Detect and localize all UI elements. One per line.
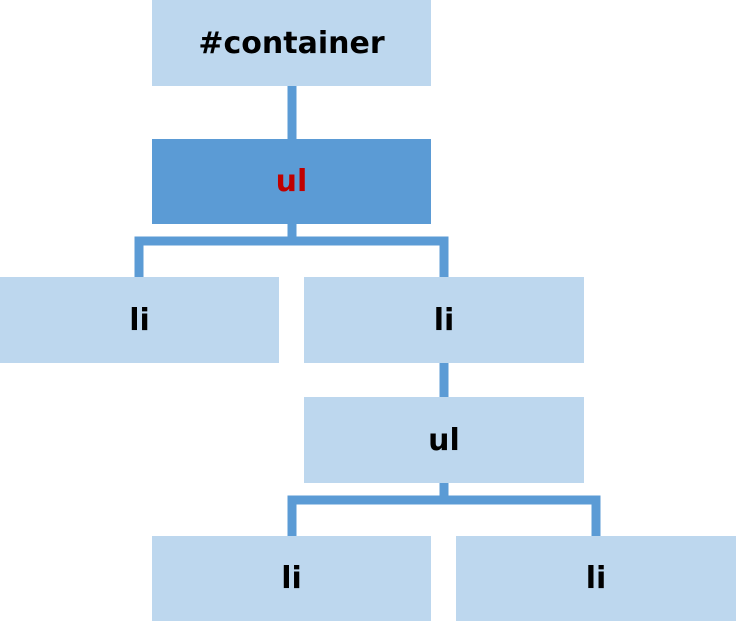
- node-ul-outer: ul: [152, 139, 431, 224]
- node-li-left-label: li: [129, 302, 150, 338]
- node-li-inner-right-label: li: [585, 561, 607, 596]
- node-container-label: #container: [198, 25, 385, 61]
- node-ul-inner: ul: [304, 397, 584, 483]
- node-li-right-label: li: [433, 302, 455, 338]
- node-li-inner-left: li: [152, 536, 431, 621]
- node-li-inner-left-label: li: [281, 561, 302, 596]
- node-li-right: li: [304, 277, 584, 363]
- node-li-inner-right: li: [456, 536, 736, 621]
- node-container: #container: [152, 0, 431, 86]
- node-li-left: li: [0, 277, 279, 363]
- node-ul-inner-label: ul: [428, 422, 460, 458]
- node-ul-outer-label: ul: [275, 164, 308, 199]
